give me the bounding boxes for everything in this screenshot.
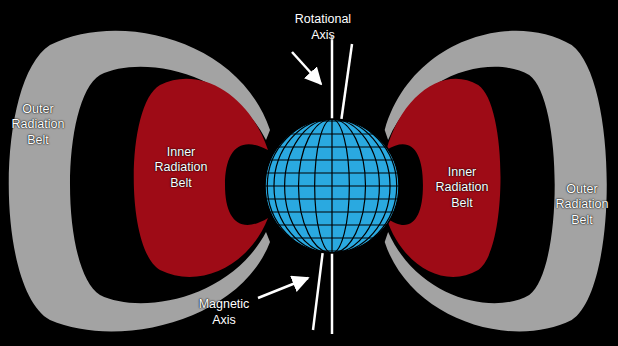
inner-belt-region: Inner Radiation Belt — [436, 165, 489, 212]
axis-label: Rotational Axis — [295, 12, 351, 43]
earth-globe — [265, 119, 399, 253]
pointer-arrow — [258, 278, 308, 298]
meridian-line — [285, 119, 380, 253]
belt-label: Outer Radiation Belt — [12, 102, 65, 149]
belt-label: Inner Radiation Belt — [436, 165, 489, 212]
outer-belt-region: Outer Radiation Belt — [12, 102, 65, 149]
outer-belt-shape — [385, 31, 607, 332]
meridian-line — [267, 119, 396, 253]
inner-belt-shape — [386, 79, 500, 277]
pointer-arrow — [292, 52, 321, 84]
belt-label: Inner Radiation Belt — [155, 145, 208, 192]
globe-grid — [265, 119, 399, 253]
meridian-line — [315, 119, 350, 253]
inner-belt-shape — [134, 79, 268, 277]
axis-label-box: Rotational Axis — [295, 12, 351, 43]
outer-belt-shape — [9, 31, 270, 332]
globe-outline — [265, 119, 399, 253]
belts-right — [385, 31, 607, 332]
axis-label-box: Magnetic Axis — [199, 297, 250, 328]
meridian-line — [274, 119, 390, 253]
inner-belt-region: Inner Radiation Belt — [155, 145, 208, 192]
meridian-line — [299, 119, 366, 253]
belt-label: Outer Radiation Belt — [556, 182, 609, 229]
meridian-line — [331, 119, 332, 253]
outer-belt-region: Outer Radiation Belt — [556, 182, 609, 229]
belts-left — [9, 31, 270, 332]
axis-label: Magnetic Axis — [199, 297, 250, 328]
